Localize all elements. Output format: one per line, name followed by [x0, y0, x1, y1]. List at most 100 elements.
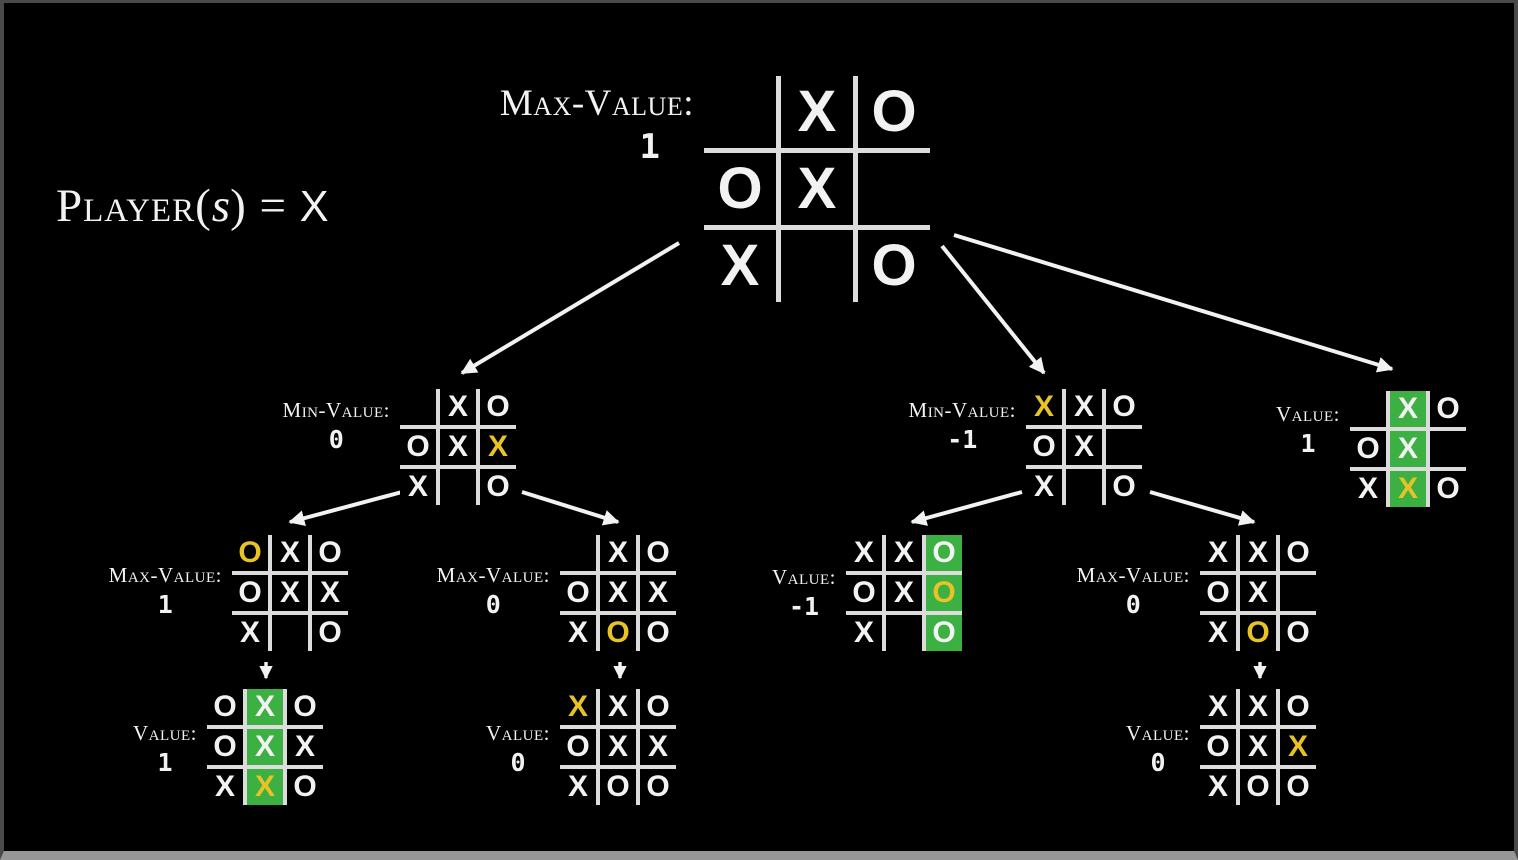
- board-cell: O: [846, 575, 882, 611]
- board-cell: O: [858, 76, 930, 148]
- board-cell: X: [232, 615, 268, 651]
- value-number: 1: [157, 748, 173, 777]
- player-x-symbol: X: [299, 183, 329, 231]
- player-function-heading: Player(s) = X: [56, 179, 329, 233]
- board-cell: X: [1066, 429, 1102, 465]
- board-cell: O: [858, 230, 930, 302]
- board-cell: O: [1280, 615, 1316, 651]
- board-cell: X: [1280, 729, 1316, 765]
- board-cell: [886, 615, 922, 651]
- board-cell: O: [1200, 729, 1236, 765]
- value-function-label: Min-Value:: [282, 398, 390, 422]
- value-number: -1: [947, 425, 978, 454]
- board-cell: X: [287, 729, 323, 765]
- arrow-root-to-min-mid: [940, 244, 1046, 375]
- value-number: 0: [1150, 748, 1166, 777]
- arrow-root-to-min-left: [460, 241, 681, 375]
- board-cell: [400, 389, 436, 425]
- board-cell: X: [1390, 391, 1426, 427]
- board-cell: X: [247, 769, 283, 805]
- state-variable: s: [211, 180, 231, 232]
- player-label-text: Player(: [56, 180, 212, 232]
- value-function-label: Value:: [1126, 721, 1190, 745]
- board-cell: [440, 469, 476, 505]
- value-number: 1: [1300, 429, 1316, 458]
- board-cell: X: [560, 615, 596, 651]
- board-cell: O: [1350, 431, 1386, 467]
- board-cell: O: [640, 769, 676, 805]
- board-cell: [272, 615, 308, 651]
- board-cell: X: [1390, 431, 1426, 467]
- board-cell: O: [600, 615, 636, 651]
- board-cell: [1430, 431, 1466, 467]
- board-cell: O: [480, 469, 516, 505]
- node-label-block: Max-Value: 0: [437, 563, 550, 619]
- value-function-label: Value:: [1276, 402, 1340, 426]
- board-cell: X: [600, 689, 636, 725]
- board-cell: X: [1240, 535, 1276, 571]
- board-cell: X: [846, 615, 882, 651]
- value-function-label: Value:: [772, 565, 836, 589]
- board-cell: X: [704, 230, 776, 302]
- board-cell: O: [287, 689, 323, 725]
- board-cell: X: [440, 389, 476, 425]
- value-number: 1: [639, 127, 660, 167]
- board-cell: X: [1026, 389, 1062, 425]
- board-cell: X: [272, 535, 308, 571]
- board-cell: O: [287, 769, 323, 805]
- board-cell: X: [600, 535, 636, 571]
- arrow-minleft-to-maxvalue0: [521, 490, 620, 526]
- board-cell: O: [1430, 471, 1466, 507]
- board-cell: X: [1200, 535, 1236, 571]
- board-cell: O: [312, 615, 348, 651]
- board-cell: O: [1240, 769, 1276, 805]
- value-function-label: Value:: [133, 721, 197, 745]
- arrow-minleft-to-maxvalue1: [288, 490, 403, 527]
- board-cell: X: [560, 769, 596, 805]
- value-function-label: Max-Value:: [1076, 563, 1190, 587]
- board-cell: [1066, 469, 1102, 505]
- node-label-block: Max-Value: 1: [109, 563, 222, 619]
- board-cell: O: [926, 575, 962, 611]
- board-cell: O: [312, 535, 348, 571]
- equals-text: ) =: [230, 180, 300, 232]
- node-label-block: Min-Value: 0: [283, 398, 390, 454]
- board-cell: X: [1240, 575, 1276, 611]
- node-label-block: Value: 0: [486, 721, 550, 777]
- node-label-block: Value: 0: [1126, 721, 1190, 777]
- board-cell: X: [1240, 689, 1276, 725]
- board-cell: X: [846, 535, 882, 571]
- board-cell: X: [600, 575, 636, 611]
- board-cell: O: [1200, 575, 1236, 611]
- board-cell: O: [232, 535, 268, 571]
- board-cell: X: [1200, 769, 1236, 805]
- value-number: 1: [157, 590, 173, 619]
- board-cell: [1106, 429, 1142, 465]
- value-number: 0: [510, 748, 526, 777]
- board-cell: X: [1026, 469, 1062, 505]
- arrow-root-to-value-right: [953, 233, 1394, 373]
- board-cell: [858, 153, 930, 225]
- board-cell: O: [207, 729, 243, 765]
- board-cell: O: [1280, 535, 1316, 571]
- board-cell: X: [272, 575, 308, 611]
- node-label-block: Max-Value: 1: [500, 82, 694, 167]
- board-cell: X: [207, 769, 243, 805]
